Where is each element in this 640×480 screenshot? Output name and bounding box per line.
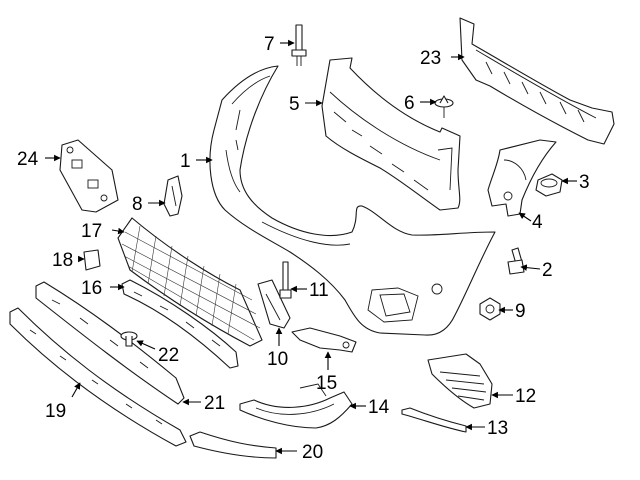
long-bolt-part [279,261,292,299]
callout-7: 7 [264,34,275,55]
callout-19: 19 [45,401,66,422]
tow-bracket-part [291,327,357,353]
callout-23: 23 [420,48,441,69]
hex-nut-part [479,297,501,321]
callout-12: 12 [515,386,536,407]
callout-24: 24 [17,149,39,170]
callout-5: 5 [289,94,300,115]
callout-1: 1 [180,151,191,172]
lower-lip-part [9,307,187,447]
grille-bracket-part [257,279,291,329]
callout-15: 15 [316,373,337,394]
callout-3: 3 [579,172,590,193]
upper-support-part [321,57,461,211]
callout-9: 9 [515,301,526,322]
callout-2: 2 [542,260,553,281]
callout-22: 22 [158,345,179,366]
leader-19 [71,382,81,398]
callout-11: 11 [309,280,329,301]
lower-trim-part [239,383,353,429]
mounting-plate-part [59,139,119,213]
callout-18: 18 [52,250,73,271]
callout-10: 10 [267,349,288,370]
fog-lamp-grille-part [427,353,493,409]
chrome-trim-part [401,407,467,433]
side-bracket-part [487,139,557,217]
bumper-cover-part [209,65,496,336]
lower-grille-part [117,217,263,347]
leader-17 [111,227,125,235]
callout-20: 20 [302,442,323,463]
trim-strip-part [121,279,239,369]
leader-lines [45,39,577,455]
callout-6: 6 [404,93,415,114]
callout-13: 13 [487,418,508,439]
callout-14: 14 [368,397,390,418]
callout-numbers: 1 2 3 4 5 6 7 8 9 10 11 12 13 14 15 16 1… [17,34,590,463]
energy-absorber-part [459,17,615,145]
callout-8: 8 [132,194,143,215]
callout-21: 21 [204,393,225,414]
leader-4 [518,212,532,222]
bolt-part [507,247,525,275]
small-clip-part [83,249,101,271]
lower-strip-part [35,281,185,405]
callout-16: 16 [81,278,102,299]
side-trim-part [189,431,277,459]
callout-17: 17 [81,221,102,242]
rivet-clip-part [120,331,138,347]
callout-4: 4 [532,212,543,233]
push-clip-part [434,95,454,118]
stud-bolt-part [291,24,307,66]
leader-22 [136,340,156,350]
clip-nut-part [535,173,563,197]
small-bracket-part [163,175,183,217]
leader-2 [520,264,541,271]
